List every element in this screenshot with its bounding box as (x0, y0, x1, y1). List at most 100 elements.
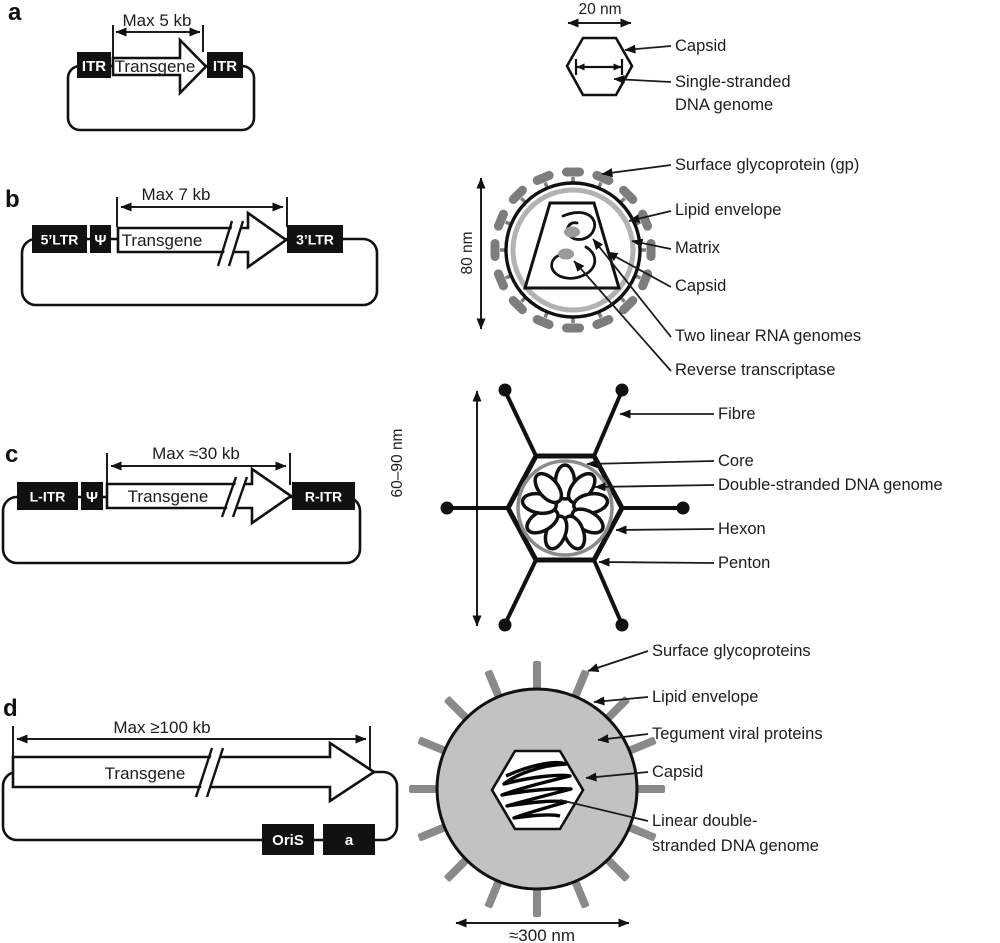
glycoprotein-spike (409, 785, 440, 793)
panel-c-max-label: Max ≈30 kb (152, 444, 240, 463)
panel-b-break-gap (220, 221, 243, 266)
panel-c-construct: c Max ≈30 kb L-ITR Ψ R-ITR Transgene (1, 441, 362, 565)
panel-d-max-label: Max ≥100 kb (113, 718, 210, 737)
panel-c-litr-box (17, 482, 78, 510)
fibre-knob (615, 383, 629, 397)
lipid-leader (628, 210, 672, 223)
panel-d-oris-label: OriS (272, 832, 304, 849)
rt-leader (573, 260, 672, 372)
rna-genome-squiggle-1 (561, 211, 597, 241)
aav-size-label: 20 nm (578, 1, 621, 18)
hexon-leader (615, 525, 715, 535)
retrovirus-matrix-ring (510, 187, 636, 313)
panel-b-max-label: Max 7 kb (142, 185, 211, 204)
fibre-bottom-left (504, 559, 538, 623)
aav-genome-label-line1: Single-stranded (675, 73, 791, 91)
aav-genome-label-line2: DNA genome (675, 96, 773, 114)
panel-a-transgene-arrow (111, 36, 208, 97)
panel-b-psi-label: Ψ (94, 232, 106, 249)
panel-c-psi-label: Ψ (86, 489, 98, 506)
panel-a-letter: a (8, 0, 22, 26)
panel-c-transgene-label: Transgene (128, 487, 209, 506)
panel-b-virion: 80 nm Surface glycoprotein (gp) Lipid en… (459, 156, 861, 379)
panel-d-letter: d (3, 695, 18, 722)
retrovirus-size-label: 80 nm (459, 231, 476, 274)
reverse-transcriptase-blob-2 (558, 248, 574, 260)
fibre-knob (498, 383, 512, 397)
panel-c-litr-label: L-ITR (30, 489, 66, 505)
panel-b-letter: b (5, 186, 20, 213)
matrix-leader (631, 238, 672, 250)
panel-b-3ltr-label: 3’LTR (296, 232, 334, 248)
panel-b-break-slash-2 (227, 220, 245, 267)
herpes-dna-leader (559, 799, 649, 822)
herpes-dna-label-line2: stranded DNA genome (652, 837, 819, 855)
herpes-size-label: ≈300 nm (509, 926, 575, 943)
capsid-label-b: Capsid (675, 277, 726, 295)
rna-leader (592, 238, 672, 338)
panel-c-ritr-box (292, 482, 355, 510)
panel-c-ritr-label: R-ITR (305, 489, 342, 505)
panel-a-transgene-label: Transgene (115, 57, 196, 76)
panel-a-itr-left-label: ITR (82, 58, 106, 75)
gp-leader (601, 164, 672, 178)
panel-d-transgene-arrow (11, 740, 377, 804)
herpes-tegument-label: Tegument viral proteins (652, 725, 823, 743)
aav-capsid-label: Capsid (675, 37, 726, 55)
fibre-knob (615, 618, 629, 632)
fibre-knob (440, 501, 454, 515)
aav-genome-leader (613, 75, 672, 85)
panel-a-itr-right-box (207, 52, 243, 78)
hexon-label: Hexon (718, 520, 766, 538)
panel-b-psi-box (90, 225, 111, 253)
rna-genome-squiggle-2 (550, 245, 597, 280)
panel-a-construct: a Max 5 kb ITR ITR Transgene (8, 0, 256, 132)
panel-b-transgene-label: Transgene (122, 231, 203, 250)
panel-c-letter: c (5, 441, 18, 468)
panel-d-virion: Surface glycoproteins Lipid envelope Teg… (409, 642, 823, 943)
glycoprotein-spike (634, 785, 665, 793)
panel-d-a-label: a (345, 832, 354, 849)
core-label: Core (718, 452, 754, 470)
herpes-tegument-leader (597, 733, 649, 744)
fibre-bottom-right (592, 559, 623, 623)
panel-d-construct: d Max ≥100 kb Transgene OriS a (1, 695, 399, 855)
dsdna-label: Double-stranded DNA genome (718, 476, 943, 494)
adenovirus-fibres (450, 392, 680, 623)
dsdna-leader (594, 482, 715, 492)
herpes-lipid-leader (593, 696, 649, 706)
core-leader (586, 459, 715, 469)
fibre-label: Fibre (718, 405, 756, 423)
panel-a-itr-left-box (77, 52, 111, 78)
rna-label: Two linear RNA genomes (675, 327, 861, 345)
panel-d-oris-box (262, 824, 314, 855)
adenovirus-core-ring (516, 459, 614, 557)
panel-b-5ltr-label: 5’LTR (41, 232, 79, 248)
herpes-dsdna-scribble (500, 760, 573, 820)
panel-a-max-label: Max 5 kb (123, 11, 192, 30)
matrix-label: Matrix (675, 239, 721, 257)
herpes-gp-leader (587, 650, 649, 672)
panel-a-virion: 20 nm Capsid Single-stranded DNA genome (565, 1, 791, 114)
fibre-top-left (504, 392, 538, 457)
fibre-top-right (592, 392, 623, 457)
panel-d-break-slash-1 (194, 747, 214, 798)
panel-c-virion: 60–90 nm (389, 383, 943, 632)
panel-b-break-slash-1 (216, 220, 234, 267)
lipid-label: Lipid envelope (675, 201, 781, 219)
panel-d-a-box (323, 824, 375, 855)
gp-label: Surface glycoprotein (gp) (675, 156, 859, 174)
herpes-capsid-leader (585, 771, 649, 782)
panel-c-break-slash-2 (231, 476, 249, 518)
panel-d-break-gap (198, 748, 223, 797)
panel-c-break-slash-1 (220, 476, 238, 518)
herpes-dna-label-line1: Linear double- (652, 812, 758, 830)
herpes-lipid-label: Lipid envelope (652, 688, 758, 706)
panel-c-psi-box (81, 482, 103, 510)
panel-b-transgene-arrow (116, 210, 289, 270)
penton-leader (598, 557, 715, 567)
panel-c-break-gap (224, 477, 247, 517)
fibre-knob (676, 501, 690, 515)
glycoprotein-spike (533, 886, 541, 917)
